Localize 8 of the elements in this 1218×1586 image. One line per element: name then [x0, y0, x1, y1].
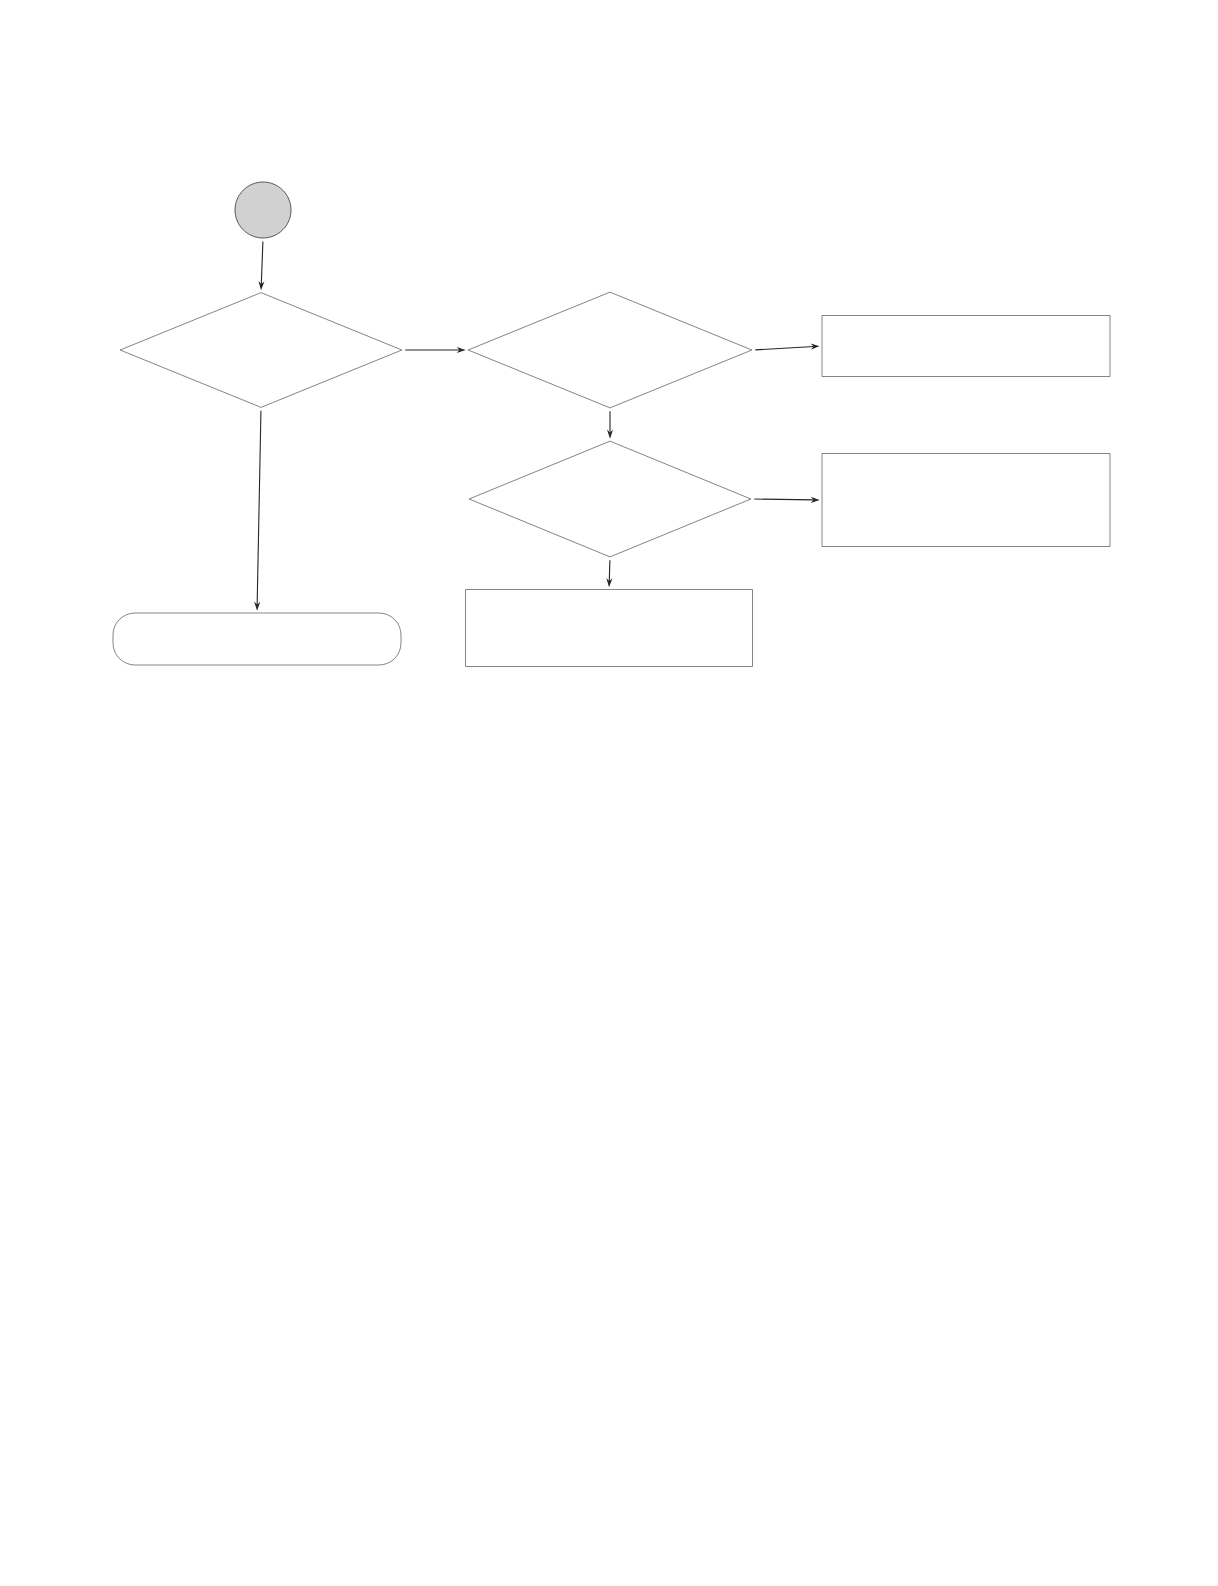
decision-diamond — [119, 292, 403, 408]
start-circle — [234, 181, 292, 239]
decision-diamond — [467, 291, 753, 409]
process-box — [821, 315, 1111, 377]
process-box — [465, 589, 753, 667]
decision-diamond — [468, 440, 752, 558]
terminal-box — [112, 612, 402, 666]
process-box — [821, 453, 1111, 547]
